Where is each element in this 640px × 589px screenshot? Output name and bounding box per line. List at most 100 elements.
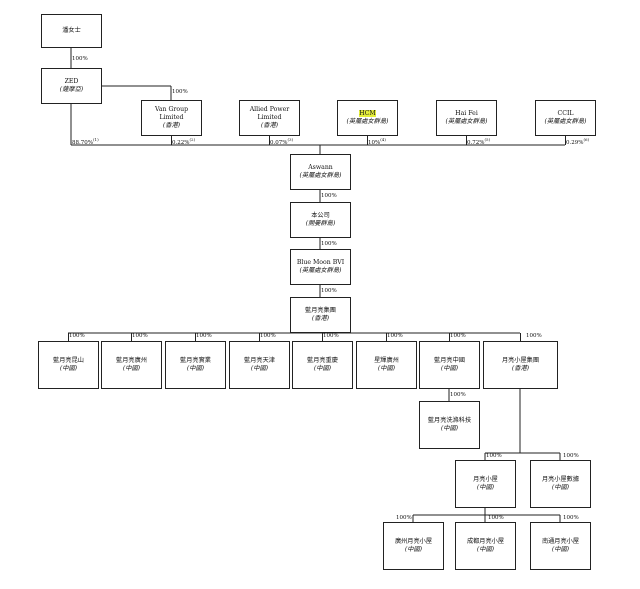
footnote-mark: (2) — [189, 137, 196, 142]
entity-jurisdiction: (薩摩亞) — [59, 86, 84, 93]
entity-name: 藍月亮中國 — [434, 357, 465, 365]
entity-name-text: 藍月亮天津 — [244, 356, 275, 364]
entity-name: 藍月亮昆山 — [53, 357, 84, 365]
percentage-value: 100% — [132, 333, 148, 339]
percentage-value: 100% — [450, 392, 466, 398]
entity-box-zed: ZED(薩摩亞) — [41, 68, 102, 104]
footnote-mark: (1) — [92, 137, 99, 142]
ownership-percentage: 100% — [563, 515, 579, 522]
ownership-percentage: 0.29%(6) — [566, 138, 589, 146]
entity-box-c1: 藍月亮昆山(中國) — [38, 341, 99, 389]
entity-name-text: Van Group Limited — [154, 105, 189, 121]
entity-jurisdiction: (英屬處女群島) — [299, 172, 342, 179]
entity-jurisdiction: (中國) — [313, 365, 332, 372]
entity-jurisdiction: (英屬處女群島) — [346, 118, 389, 125]
entity-box-allied: Allied Power Limited(香港) — [239, 100, 300, 136]
entity-name-text: 月亮小屋 — [473, 475, 498, 483]
percentage-value: 100% — [196, 333, 212, 339]
entity-box-c8: 月亮小屋集團(香港) — [483, 341, 558, 389]
ownership-percentage: 100% — [450, 333, 466, 340]
entity-name: 南通月亮小屋 — [542, 538, 579, 546]
entity-name-text: 藍月亮重慶 — [307, 356, 338, 364]
ownership-percentage: 100% — [196, 333, 212, 340]
entity-jurisdiction: (中國) — [476, 546, 495, 553]
entity-name: 藍月亮廣州 — [116, 357, 147, 365]
entity-box-moonhut: 月亮小屋(中國) — [455, 460, 516, 508]
footnote-mark: (5) — [484, 137, 491, 142]
percentage-value: 100% — [563, 515, 579, 521]
entity-box-c3: 藍月亮實業(中國) — [165, 341, 226, 389]
entity-name-text: 潘女士 — [62, 26, 81, 34]
entity-name: Allied Power Limited — [240, 106, 299, 122]
entity-name-text: 藍月亮中國 — [434, 356, 465, 364]
entity-name-text: CCIL — [557, 109, 574, 117]
percentage-value: 100% — [563, 453, 579, 459]
entity-box-haifei: Hai Fei(英屬處女群島) — [436, 100, 497, 136]
percentage-value: 100% — [321, 288, 337, 294]
ownership-percentage: 100% — [526, 333, 542, 340]
entity-name: HCM — [359, 109, 376, 118]
entity-jurisdiction: (英屬處女群島) — [445, 118, 488, 125]
entity-box-van: Van Group Limited(香港) — [141, 100, 202, 136]
entity-name: 潘女士 — [62, 27, 81, 35]
ownership-percentage: 100% — [72, 56, 88, 63]
entity-box-g1: 廣州月亮小屋(中國) — [383, 522, 444, 570]
entity-jurisdiction: (開曼群島) — [305, 220, 336, 227]
entity-box-bmgroup: 藍月亮集團(香港) — [290, 297, 351, 333]
percentage-value: 0.22% — [172, 139, 190, 146]
entity-name-text: Allied Power Limited — [249, 105, 290, 121]
ownership-percentage: 100% — [563, 453, 579, 460]
entity-name-text: 藍月亮洗滌科技 — [427, 416, 472, 424]
ownership-percentage: 0.07%(3) — [270, 138, 293, 146]
ownership-percentage: 100% — [488, 515, 504, 522]
entity-jurisdiction: (中國) — [551, 546, 570, 553]
percentage-value: 100% — [387, 333, 403, 339]
ownership-percentage: 0.72%(5) — [467, 138, 490, 146]
ownership-percentage: 100% — [132, 333, 148, 340]
percentage-value: 10% — [368, 139, 381, 146]
entity-jurisdiction: (香港) — [162, 122, 181, 130]
entity-name-text: 本公司 — [311, 211, 330, 219]
entity-name: Van Group Limited — [142, 106, 201, 122]
entity-name-text: 月亮小屋集團 — [501, 356, 540, 364]
entity-box-env: 藍月亮洗滌科技(中國) — [419, 401, 480, 449]
entity-jurisdiction: (中國) — [440, 365, 459, 372]
percentage-value: 100% — [488, 515, 504, 521]
entity-name: 月亮小屋數據 — [542, 476, 579, 484]
entity-jurisdiction: (香港) — [311, 315, 330, 322]
percentage-value: 0.07% — [270, 139, 288, 146]
entity-name-text: Blue Moon BVI — [296, 258, 345, 266]
entity-box-g3: 南通月亮小屋(中國) — [530, 522, 591, 570]
percentage-value: 100% — [172, 89, 188, 95]
ownership-percentage: 100% — [321, 288, 337, 295]
entity-name: Aswann — [308, 164, 333, 172]
percentage-value: 88.70% — [72, 139, 93, 146]
entity-name-text: HCM — [359, 109, 376, 117]
entity-name: 月亮小屋 — [473, 476, 498, 484]
entity-box-c7: 藍月亮中國(中國) — [419, 341, 480, 389]
entity-name: 藍月亮集團 — [305, 307, 336, 315]
ownership-percentage: 88.70%(1) — [72, 138, 99, 146]
entity-box-moondata: 月亮小屋數據(中國) — [530, 460, 591, 508]
ownership-percentage: 0.22%(2) — [172, 138, 195, 146]
entity-box-bmbvi: Blue Moon BVI(英屬處女群島) — [290, 249, 351, 285]
entity-name-text: Hai Fei — [455, 109, 478, 117]
footnote-mark: (6) — [583, 137, 590, 142]
entity-name-text: 藍月亮實業 — [180, 356, 211, 364]
entity-name: Hai Fei — [455, 110, 478, 118]
entity-name-text: 藍月亮昆山 — [53, 356, 84, 364]
entity-box-aswann: Aswann(英屬處女群島) — [290, 154, 351, 190]
entity-jurisdiction: (英屬處女群島) — [299, 267, 342, 274]
entity-jurisdiction: (中國) — [551, 484, 570, 491]
ownership-percentage: 100% — [323, 333, 339, 340]
entity-name-text: 月亮小屋數據 — [541, 475, 580, 483]
percentage-value: 0.72% — [467, 139, 485, 146]
entity-name: 月亮小屋集團 — [502, 357, 539, 365]
entity-jurisdiction: (香港) — [511, 365, 530, 372]
percentage-value: 100% — [69, 333, 85, 339]
ownership-percentage: 100% — [486, 453, 502, 460]
entity-name: 星輝廣州 — [374, 357, 399, 365]
ownership-percentage: 100% — [260, 333, 276, 340]
